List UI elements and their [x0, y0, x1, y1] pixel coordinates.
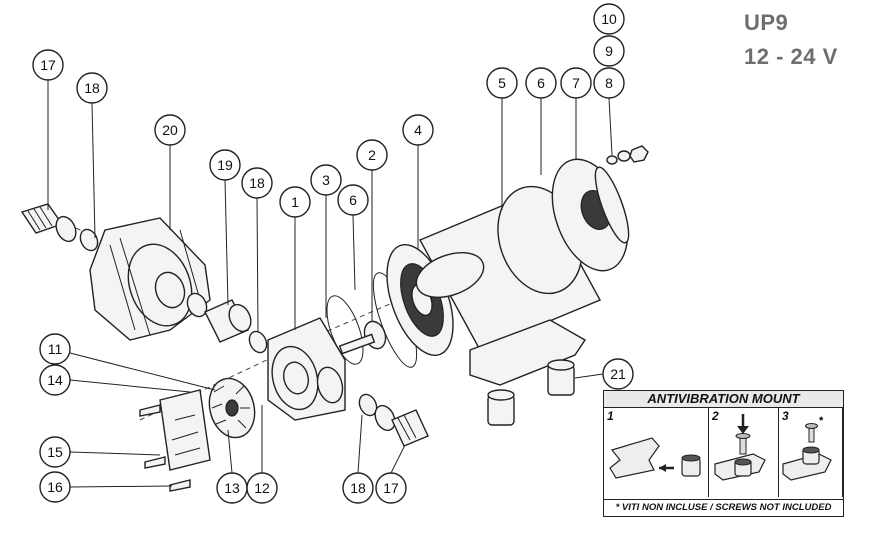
- svg-text:14: 14: [47, 372, 63, 388]
- svg-text:19: 19: [217, 157, 233, 173]
- svg-text:2: 2: [368, 147, 376, 163]
- callout-18-a: 18: [76, 72, 108, 104]
- callout-3: 3: [310, 164, 342, 196]
- svg-text:18: 18: [84, 80, 100, 96]
- callout-10: 10: [593, 3, 625, 35]
- hose-tail-right: [374, 404, 429, 447]
- callout-11: 11: [39, 333, 71, 365]
- model-title: UP9: [744, 10, 789, 35]
- cover-screws: [139, 404, 191, 492]
- shaft-seal: [338, 320, 387, 355]
- callout-4: 4: [402, 114, 434, 146]
- pump-body: [267, 317, 346, 421]
- callout-9: 9: [593, 35, 625, 67]
- antivibration-mounts: [487, 359, 575, 426]
- callout-19: 19: [209, 149, 241, 181]
- pump-cover: [159, 389, 211, 471]
- step-3-illustration: *: [782, 415, 832, 481]
- callout-5: 5: [486, 67, 518, 99]
- step-1-illustration: [609, 437, 701, 479]
- mount-step-3: 3 *: [779, 408, 843, 497]
- svg-text:12: 12: [254, 480, 270, 496]
- svg-text:1: 1: [291, 194, 299, 210]
- hose-tail-left: [20, 203, 77, 243]
- voltage-label: 12 - 24 V: [744, 44, 838, 69]
- callout-6-b: 6: [525, 67, 557, 99]
- svg-text:17: 17: [383, 480, 399, 496]
- callout-15: 15: [39, 436, 71, 468]
- callout-13: 13: [216, 472, 248, 504]
- o-ring-left: [79, 228, 99, 252]
- svg-text:5: 5: [498, 75, 506, 91]
- callout-18-b: 18: [241, 167, 273, 199]
- svg-text:11: 11: [48, 341, 63, 357]
- svg-text:9: 9: [605, 43, 613, 59]
- svg-text:20: 20: [162, 122, 178, 138]
- svg-text:18: 18: [350, 480, 366, 496]
- fitting-19: [204, 299, 252, 343]
- rear-cover: [89, 217, 211, 341]
- mounting-bracket: [469, 319, 586, 386]
- callout-12: 12: [246, 472, 278, 504]
- screws-note: * VITI NON INCLUSE / SCREWS NOT INCLUDED: [604, 499, 843, 516]
- nut: [629, 145, 649, 163]
- svg-text:3: 3: [322, 172, 330, 188]
- step-number: 3: [782, 409, 789, 423]
- svg-text:10: 10: [601, 11, 617, 27]
- impeller: [208, 377, 256, 439]
- svg-text:6: 6: [537, 75, 545, 91]
- rear-end-cap: [551, 158, 630, 272]
- callout-21: 21: [602, 358, 634, 390]
- svg-text:18: 18: [249, 175, 265, 191]
- svg-text:17: 17: [40, 57, 56, 73]
- callout-2: 2: [356, 139, 388, 171]
- callout-1: 1: [279, 186, 311, 218]
- leader-lines: [47, 80, 613, 488]
- svg-text:8: 8: [605, 75, 613, 91]
- callout-17-b: 17: [375, 472, 407, 504]
- callout-14: 14: [39, 364, 71, 396]
- svg-text:4: 4: [414, 122, 422, 138]
- svg-text:7: 7: [572, 75, 580, 91]
- callout-7: 7: [560, 67, 592, 99]
- callout-17-a: 17: [32, 49, 64, 81]
- callout-20: 20: [154, 114, 186, 146]
- antivibration-mount-panel: ANTIVIBRATION MOUNT 1 2 3 *: [603, 390, 844, 517]
- step-number: 1: [607, 409, 614, 423]
- callout-8: 8: [593, 67, 625, 99]
- svg-text:*: *: [819, 415, 824, 427]
- callout-6-a: 6: [337, 184, 369, 216]
- antivibration-mount-title: ANTIVIBRATION MOUNT: [604, 391, 843, 408]
- mount-step-2: 2: [709, 408, 779, 497]
- svg-text:21: 21: [610, 366, 626, 382]
- svg-text:15: 15: [47, 444, 63, 460]
- step-2-illustration: [714, 414, 766, 481]
- step-number: 2: [712, 409, 719, 423]
- callout-18-c: 18: [342, 472, 374, 504]
- callout-16: 16: [39, 471, 71, 503]
- mount-step-1: 1: [604, 408, 709, 497]
- svg-text:13: 13: [224, 480, 240, 496]
- svg-text:16: 16: [47, 479, 63, 495]
- svg-text:6: 6: [349, 192, 357, 208]
